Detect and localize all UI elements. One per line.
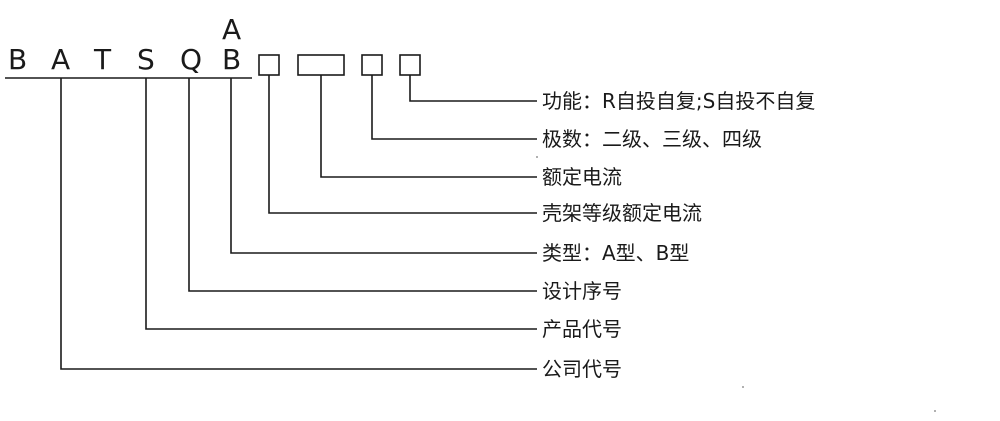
product-code-leader — [145, 78, 537, 330]
code-letter-company-a: A — [51, 43, 71, 76]
code-letter-type-b: B — [222, 43, 242, 76]
type-leader — [230, 78, 537, 254]
desc-rated-current: 额定电流 — [542, 165, 622, 189]
desc-product-code: 产品代号 — [542, 317, 622, 341]
poles-box — [361, 54, 383, 76]
code-letter-product-s: S — [137, 43, 155, 76]
poles-leader — [371, 75, 537, 140]
desc-company-code: 公司代号 — [542, 357, 622, 381]
rated-current-box — [297, 54, 345, 76]
code-letter-company-b: B — [8, 43, 28, 76]
desc-function: 功能：R自投自复;S自投不自复 — [542, 89, 816, 113]
function-leader — [409, 75, 537, 102]
frame-current-leader — [268, 75, 537, 214]
scan-speck — [934, 410, 936, 412]
design-serial-leader — [188, 78, 537, 292]
rated-current-leader — [320, 75, 537, 178]
scan-speck — [536, 156, 538, 158]
desc-frame-rated-current: 壳架等级额定电流 — [542, 201, 702, 225]
desc-design-serial: 设计序号 — [542, 279, 622, 303]
frame-current-box — [258, 54, 280, 76]
scan-speck — [742, 386, 744, 388]
code-letter-type-a: A — [222, 13, 242, 46]
desc-poles: 极数：二级、三级、四级 — [542, 127, 762, 151]
company-code-leader — [60, 78, 537, 370]
code-letter-design-q: Q — [180, 43, 203, 76]
function-box — [399, 54, 421, 76]
code-letter-company-t: T — [94, 43, 112, 76]
desc-type: 类型：A型、B型 — [542, 241, 690, 265]
